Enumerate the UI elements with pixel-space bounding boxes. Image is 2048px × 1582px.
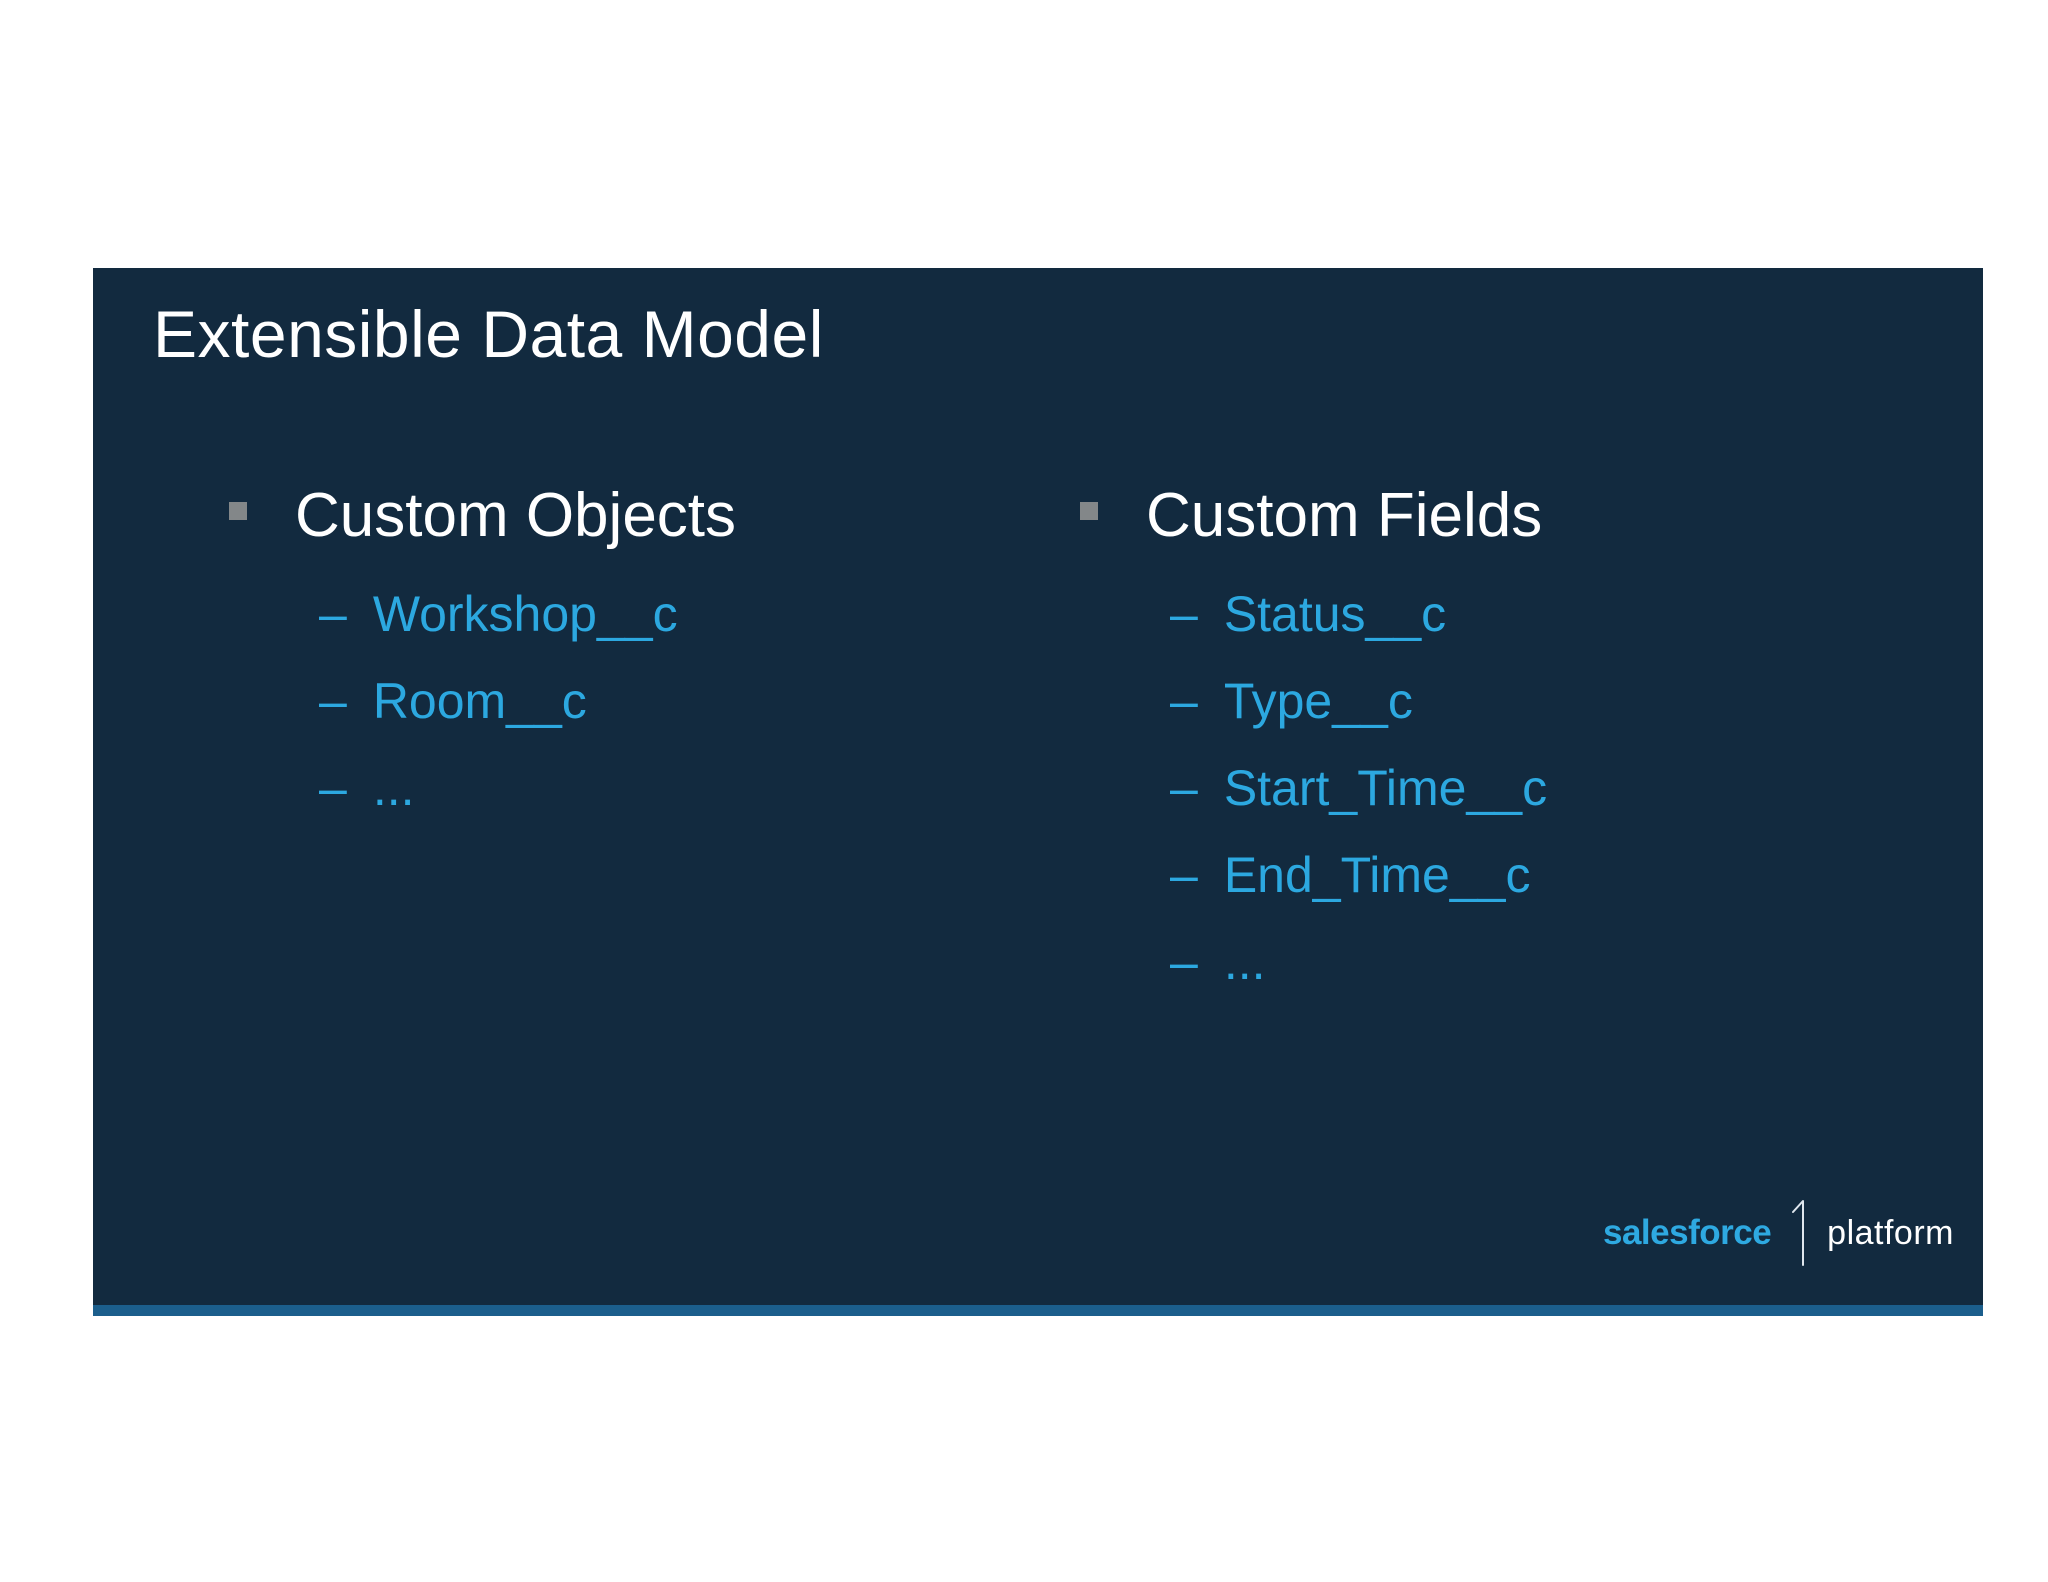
column-heading: Custom Objects (229, 476, 736, 554)
square-bullet-icon (229, 502, 247, 520)
logo-divider-icon (1792, 1200, 1805, 1266)
dash-marker-icon: – (1170, 846, 1198, 903)
dash-marker-icon: – (319, 759, 347, 816)
platform-wordmark: platform (1827, 1213, 1954, 1252)
list-item-label: Room__c (372, 672, 587, 729)
column-heading-label: Custom Fields (1146, 480, 1543, 550)
list-item-label: Start_Time__c (1223, 759, 1548, 816)
list-item-label: Workshop__c (372, 585, 678, 642)
column-custom-objects: Custom Objects – Workshop__c – Room__c –… (229, 476, 736, 831)
dash-marker-icon: – (319, 585, 347, 642)
list-item-label: Status__c (1223, 585, 1447, 642)
column-item-list: – Status__c – Type__c – Start_Time__c – … (1080, 570, 1547, 1005)
column-heading: Custom Fields (1080, 476, 1547, 554)
slide-title: Extensible Data Model (153, 297, 824, 371)
dash-marker-icon: – (1170, 672, 1198, 729)
square-bullet-icon (1080, 502, 1098, 520)
list-item-label: ... (372, 759, 415, 816)
list-item-label: End_Time__c (1223, 846, 1531, 903)
column-custom-fields: Custom Fields – Status__c – Type__c – St… (1080, 476, 1547, 1005)
column-item-list: – Workshop__c – Room__c – ... (229, 570, 736, 831)
list-item: – End_Time__c (1080, 831, 1547, 918)
dash-marker-icon: – (319, 672, 347, 729)
list-item: – Workshop__c (229, 570, 736, 657)
list-item: – Type__c (1080, 657, 1547, 744)
list-item-label: ... (1223, 933, 1266, 990)
list-item: – Room__c (229, 657, 736, 744)
dash-marker-icon: – (1170, 933, 1198, 990)
slide: Extensible Data Model Custom Objects – W… (93, 268, 1983, 1316)
column-heading-label: Custom Objects (295, 480, 737, 550)
salesforce-wordmark: salesforce (1603, 1213, 1772, 1252)
list-item: – ... (229, 744, 736, 831)
list-item-label: Type__c (1223, 672, 1413, 729)
dash-marker-icon: – (1170, 585, 1198, 642)
list-item: – Start_Time__c (1080, 744, 1547, 831)
salesforce-platform-logo: salesforce platform (1603, 1199, 1954, 1267)
list-item: – ... (1080, 918, 1547, 1005)
dash-marker-icon: – (1170, 759, 1198, 816)
list-item: – Status__c (1080, 570, 1547, 657)
